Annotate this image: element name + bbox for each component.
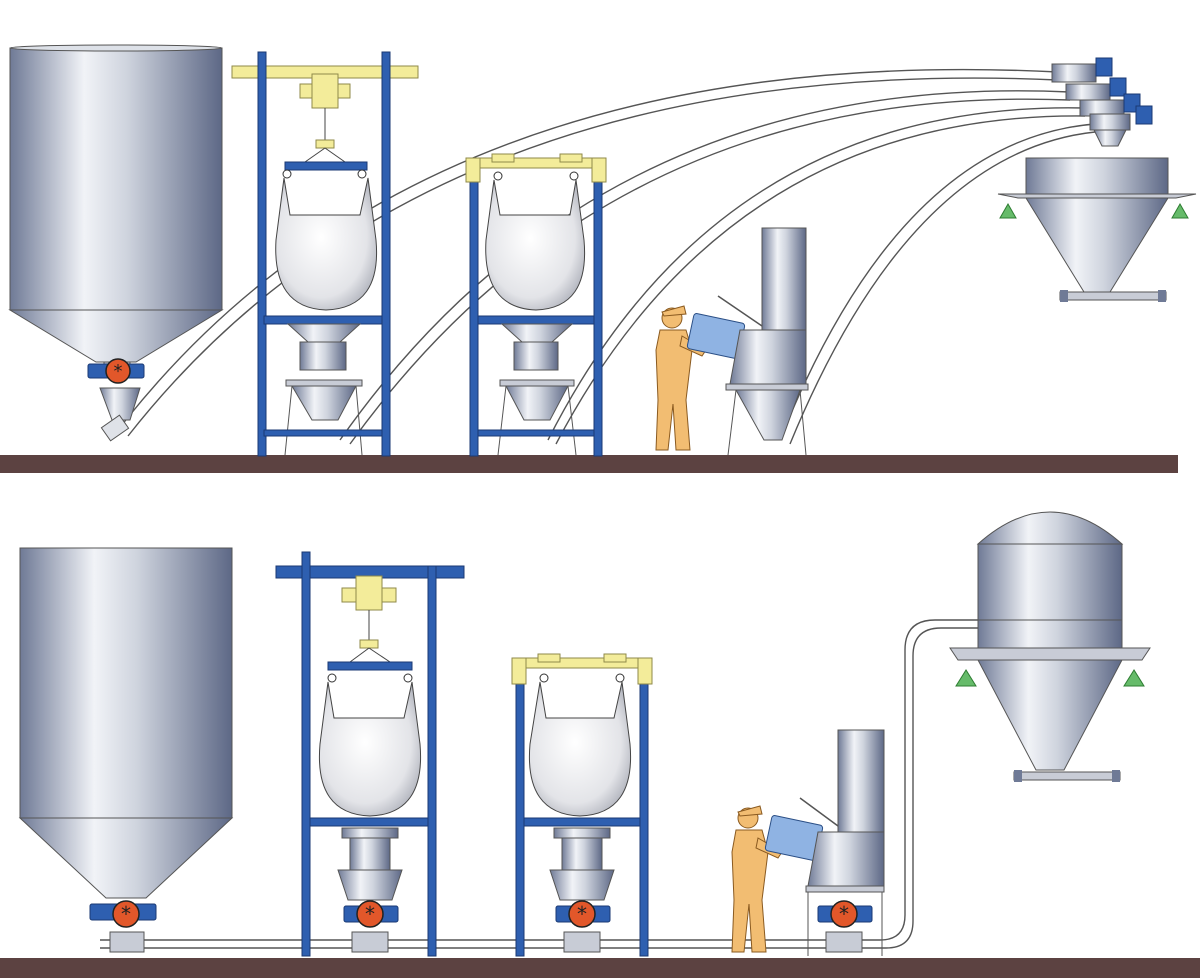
support-triangle xyxy=(955,669,977,687)
bulk-bag xyxy=(485,179,586,311)
conveying-line-dump-inner xyxy=(789,131,1096,445)
filter-receivers xyxy=(1051,57,1153,147)
conveying-line-bag-2 xyxy=(547,107,1086,441)
bulk-bag-discharger-fixed-top xyxy=(465,153,607,457)
conveying-line-bag-1 xyxy=(339,90,1071,441)
conveying-line-silo xyxy=(117,68,1059,431)
bulk-bag xyxy=(275,177,378,311)
hoist xyxy=(341,575,397,663)
support-triangle xyxy=(999,202,1017,219)
svg-text:*: * xyxy=(839,902,849,926)
top-conveying-lines xyxy=(117,68,1096,445)
bulk-bag-discharger-hoist-top xyxy=(231,51,419,457)
rotary-valve: * xyxy=(555,900,611,928)
hoist xyxy=(299,73,351,163)
bulk-silo-bottom: * xyxy=(18,547,234,953)
bulk-silo-top: * xyxy=(8,44,224,442)
bag-dump-station-top xyxy=(717,227,809,456)
receiving-vessel-bottom xyxy=(949,511,1151,782)
conveying-line-silo-inner xyxy=(127,77,1059,437)
bulk-bag-discharger-fixed-bottom: * xyxy=(511,653,653,957)
operator-top xyxy=(655,305,746,451)
svg-text:*: * xyxy=(114,361,123,382)
bulk-bag xyxy=(318,681,422,817)
svg-text:*: * xyxy=(121,902,131,926)
operator-bottom xyxy=(731,805,824,953)
svg-text:*: * xyxy=(577,902,587,926)
svg-text:*: * xyxy=(365,902,375,926)
bottom-conveying-line xyxy=(100,619,980,949)
bulk-bag-discharger-hoist-bottom: * xyxy=(275,551,465,957)
support-triangle xyxy=(1171,202,1189,219)
support-triangle xyxy=(1123,669,1145,687)
rotary-valve: * xyxy=(343,900,399,928)
conveying-line-bag-2-inner xyxy=(555,115,1086,445)
rotary-valve: * xyxy=(87,358,145,384)
receiving-hopper-top xyxy=(997,157,1197,302)
bulk-bag xyxy=(528,681,632,817)
conveying-line-dump xyxy=(779,123,1096,441)
bag-dump-station-bottom: * xyxy=(799,729,885,956)
conveying-line-bag-1-inner xyxy=(349,98,1071,445)
bottom-scene: * xyxy=(0,511,1200,978)
rotary-valve: * xyxy=(89,900,157,928)
floor-bottom xyxy=(0,958,1200,978)
floor-top xyxy=(0,455,1178,473)
top-scene: * xyxy=(0,44,1197,473)
rotary-valve: * xyxy=(817,900,873,928)
